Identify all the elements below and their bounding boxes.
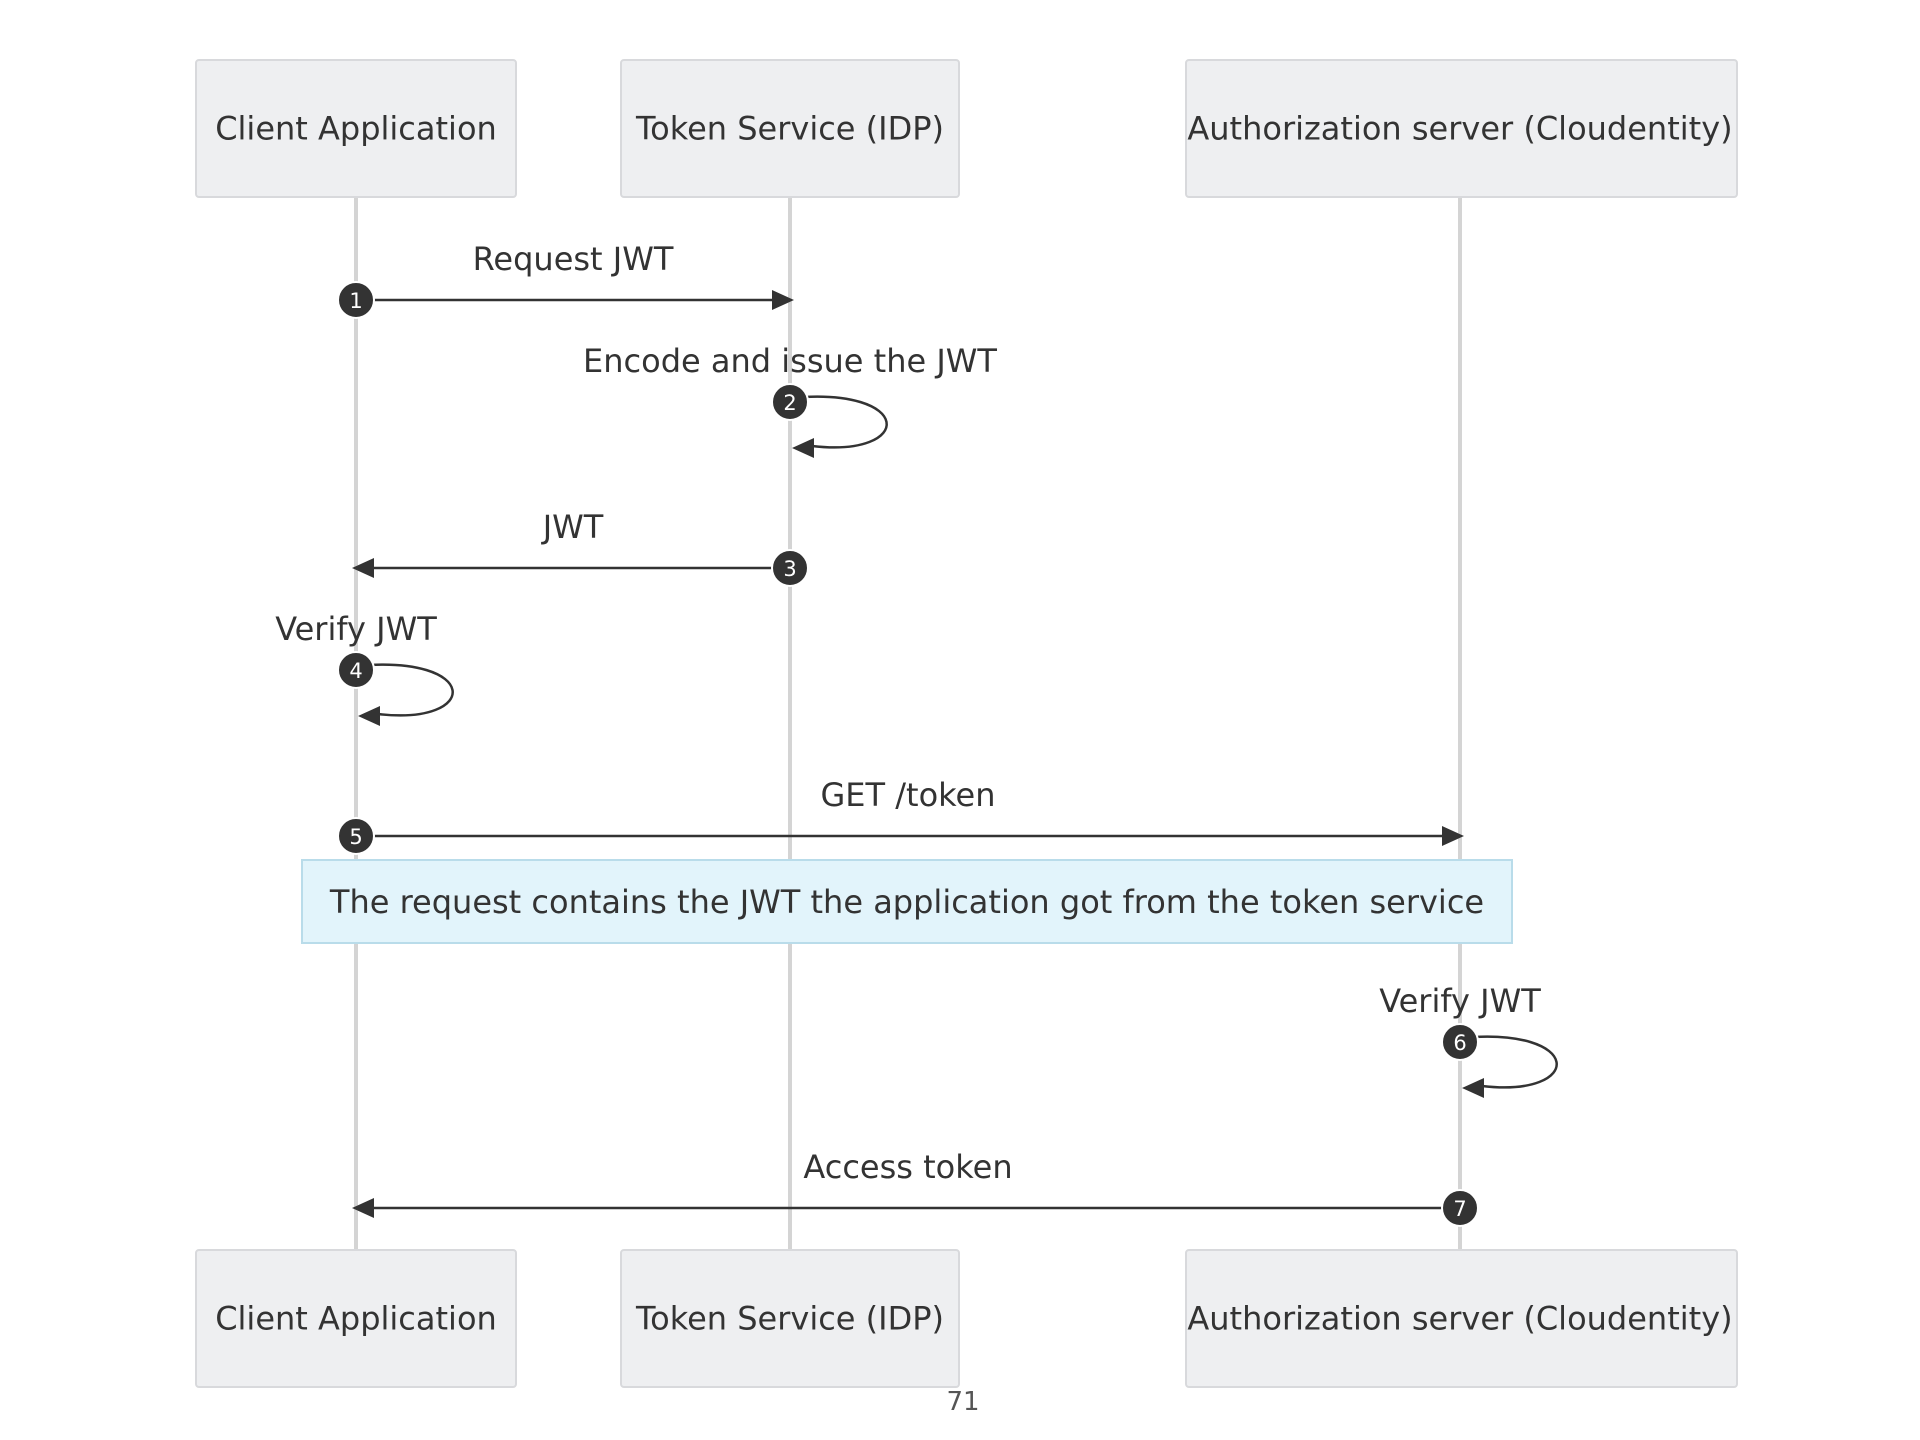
sequence-number-badge [771, 383, 809, 421]
arrowhead [1442, 826, 1464, 846]
sequence-number: 2 [783, 391, 796, 415]
actor-box [1185, 1249, 1738, 1388]
sequence-number-badge [1441, 1023, 1479, 1061]
message-label: Verify JWT [275, 610, 437, 648]
sequence-number: 6 [1453, 1031, 1466, 1055]
actor-auth-top: Authorization server (Cloudentity) [1185, 59, 1738, 198]
message-2: Encode and issue the JWT 2 [583, 342, 997, 458]
actor-label: Token Service (IDP) [635, 1300, 944, 1338]
actor-client-bottom: Client Application [195, 1249, 517, 1388]
message-6: Verify JWT 6 [1379, 982, 1558, 1098]
sequence-number: 7 [1453, 1197, 1466, 1221]
sequence-number: 5 [349, 825, 362, 849]
message-label: Request JWT [473, 240, 674, 278]
note-text: The request contains the JWT the applica… [329, 883, 1484, 921]
self-loop-line [355, 663, 454, 717]
note-box [301, 859, 1513, 944]
sequence-number: 4 [349, 659, 362, 683]
sequence-number-badge [771, 549, 809, 587]
sequence-number-badge [337, 651, 375, 689]
self-loop-line [789, 395, 888, 449]
actor-label: Client Application [215, 1300, 497, 1338]
arrowhead [352, 558, 374, 578]
actor-idp-top: Token Service (IDP) [620, 59, 960, 198]
actor-label: Token Service (IDP) [635, 110, 944, 148]
actor-idp-bottom: Token Service (IDP) [620, 1249, 960, 1388]
message-label: Encode and issue the JWT [583, 342, 997, 380]
sequence-number-badge [337, 817, 375, 855]
page-number: 71 [946, 1387, 979, 1417]
message-label: GET /token [821, 776, 996, 814]
message-5: GET /token 5 [337, 776, 1464, 855]
actor-label: Authorization server (Cloudentity) [1187, 110, 1732, 148]
actor-box [1185, 59, 1738, 198]
arrowhead [772, 290, 794, 310]
actor-box [195, 1249, 517, 1388]
message-3: JWT 3 [352, 508, 809, 587]
actor-box [620, 59, 960, 198]
arrowhead [1462, 1078, 1484, 1098]
message-4: Verify JWT 4 [275, 610, 454, 726]
actor-label: Client Application [215, 110, 497, 148]
arrowhead [792, 438, 814, 458]
message-label: Verify JWT [1379, 982, 1541, 1020]
message-1: Request JWT 1 [337, 240, 794, 319]
message-label: JWT [541, 508, 604, 546]
sequence-number-badge [337, 281, 375, 319]
arrowhead [358, 706, 380, 726]
message-7: Access token 7 [352, 1148, 1479, 1227]
sequence-number-badge [1441, 1189, 1479, 1227]
actor-client-top: Client Application [195, 59, 517, 198]
actor-box [195, 59, 517, 198]
sequence-number: 3 [783, 557, 796, 581]
sequence-number: 1 [349, 289, 362, 313]
actor-auth-bottom: Authorization server (Cloudentity) [1185, 1249, 1738, 1388]
note: The request contains the JWT the applica… [301, 859, 1513, 944]
arrowhead [352, 1198, 374, 1218]
actor-label: Authorization server (Cloudentity) [1187, 1300, 1732, 1338]
self-loop-line [1459, 1035, 1558, 1089]
actor-box [620, 1249, 960, 1388]
message-label: Access token [803, 1148, 1012, 1186]
